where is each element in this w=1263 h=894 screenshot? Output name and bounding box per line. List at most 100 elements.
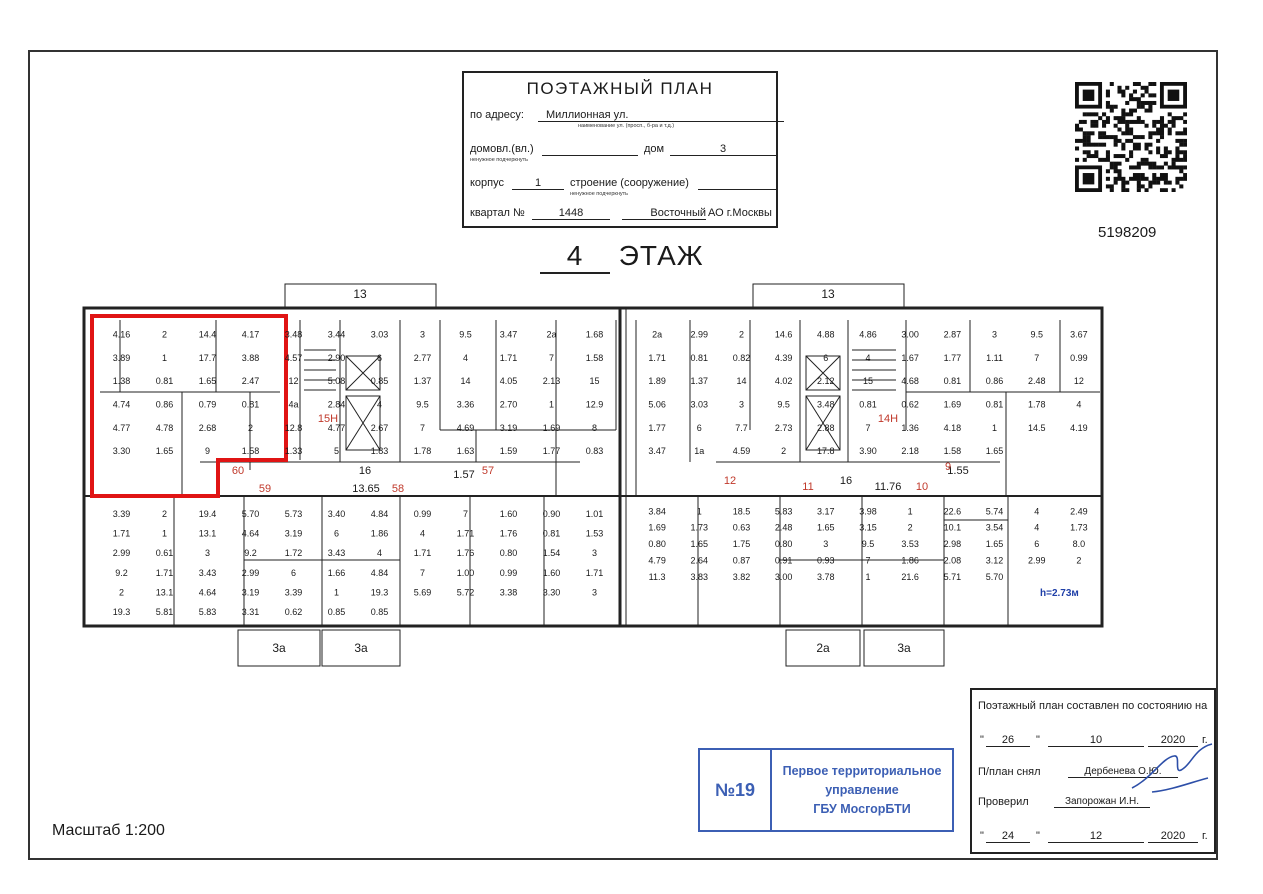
- plan-label: 0.81: [242, 400, 260, 410]
- plan-label: 3.40: [328, 509, 346, 519]
- plan-label: 58: [392, 483, 404, 495]
- plan-label: 2: [781, 446, 786, 456]
- stamp-line-3: ГБУ МосгорБТИ: [813, 802, 911, 816]
- plan-label: 0.79: [199, 400, 217, 410]
- okrug-suffix: АО г.Москвы: [708, 207, 772, 219]
- plan-label: 2.88: [817, 423, 835, 433]
- plan-label: 5.69: [414, 587, 432, 597]
- plan-label: 3.19: [242, 587, 260, 597]
- plan-label: 8.0: [1073, 539, 1086, 549]
- plan-label: 2: [162, 509, 167, 519]
- plan-label: 3.47: [500, 330, 518, 340]
- plan-label: 9: [205, 446, 210, 456]
- plan-label: 1.76: [457, 548, 475, 558]
- plan-label: 0.85: [371, 607, 389, 617]
- plan-label: 1.33: [285, 446, 303, 456]
- cert-title: Поэтажный план составлен по состоянию на: [978, 700, 1208, 712]
- plan-label: 19.3: [371, 587, 389, 597]
- balcony-3a-center: [321, 629, 401, 667]
- plan-label: 13: [353, 287, 367, 301]
- plan-label: 7: [420, 423, 425, 433]
- plan-label: 1: [162, 353, 167, 363]
- bti-stamp: №19 Первое территориальное управление ГБ…: [698, 748, 954, 832]
- quote-close-2: ": [1036, 830, 1040, 842]
- plan-label: 0.81: [691, 353, 709, 363]
- plan-label: 1.66: [328, 568, 346, 578]
- cert-checked-name: Запорожан И.Н.: [1054, 796, 1150, 808]
- plan-label: 3.36: [457, 400, 475, 410]
- plan-label: 12.9: [586, 400, 604, 410]
- plan-label: 0.80: [648, 539, 666, 549]
- plan-label: 0.81: [944, 376, 962, 386]
- plan-label: 1.58: [944, 446, 962, 456]
- plan-label: 6: [697, 423, 702, 433]
- plan-label: 13.1: [156, 587, 174, 597]
- plan-label: 9.5: [777, 400, 790, 410]
- plan-label: 1.83: [371, 446, 389, 456]
- plan-header: ПОЭТАЖНЫЙ ПЛАН по адресу: Миллионная ул.…: [462, 71, 784, 228]
- korpus-row: корпус 1 строение (сооружение) ненужное …: [470, 177, 776, 197]
- balcony-3a-right: [863, 629, 945, 667]
- plan-label: 0.86: [986, 376, 1004, 386]
- plan-label: 3: [739, 400, 744, 410]
- plan-label: 9.2: [244, 548, 257, 558]
- stamp-text: Первое территориальное управление ГБУ Мо…: [772, 762, 952, 819]
- plan-label: 3.47: [648, 446, 666, 456]
- plan-label: 11: [802, 481, 813, 493]
- balcony-3a-left: [237, 629, 321, 667]
- plan-label: 2: [162, 330, 167, 340]
- plan-label: 3.48: [817, 400, 835, 410]
- plan-label: 3a: [272, 641, 286, 655]
- plan-label: 14Н: [878, 413, 898, 425]
- plan-label: 13: [821, 287, 835, 301]
- plan-label: 12: [1074, 376, 1084, 386]
- plan-label: 3.39: [285, 587, 303, 597]
- plan-label: 1.69: [648, 523, 666, 533]
- plan-label: 1.72: [285, 548, 303, 558]
- plan-label: 4: [1076, 400, 1081, 410]
- plan-label: 1.01: [586, 509, 604, 519]
- plan-label: 1: [334, 587, 339, 597]
- quote-open-1: ": [980, 734, 984, 746]
- plan-label: 1: [908, 506, 913, 516]
- plan-label: 0.86: [156, 400, 174, 410]
- cert-date2-month: 12: [1048, 830, 1144, 843]
- plan-label: 2: [739, 330, 744, 340]
- plan-label: 4: [1034, 523, 1039, 533]
- plan-label: 1.63: [457, 446, 475, 456]
- quote-close-1: ": [1036, 734, 1040, 746]
- plan-label: 10.1: [944, 523, 962, 533]
- plan-label: 2.87: [944, 330, 962, 340]
- plan-label: 3.84: [648, 506, 666, 516]
- plan-label: 5.08: [328, 376, 346, 386]
- plan-label: 1.67: [901, 353, 919, 363]
- plan-label: 1.73: [691, 523, 709, 533]
- plan-label: 4.05: [500, 376, 518, 386]
- plan-label: 4.68: [901, 376, 919, 386]
- address-value: Миллионная ул.: [538, 109, 784, 122]
- plan-label: 2.47: [242, 376, 260, 386]
- plan-label: 0.81: [156, 376, 174, 386]
- balcony-2a: [785, 629, 861, 667]
- plan-label: 15Н: [318, 413, 338, 425]
- plan-label: 3a: [897, 641, 911, 655]
- plan-label: 9.5: [1030, 330, 1043, 340]
- plan-label: 2.13: [543, 376, 561, 386]
- plan-label: 4: [463, 353, 468, 363]
- plan-label: 59: [259, 483, 271, 495]
- plan-label: 2: [908, 523, 913, 533]
- plan-label: 4: [865, 353, 870, 363]
- plan-label: 4.88: [817, 330, 835, 340]
- plan-label: 2.77: [414, 353, 432, 363]
- plan-label: 0.85: [371, 376, 389, 386]
- plan-label: 4.78: [156, 423, 174, 433]
- plan-label: 1.59: [500, 446, 518, 456]
- plan-title: ПОЭТАЖНЫЙ ПЛАН: [526, 79, 714, 98]
- plan-label: 3.38: [500, 587, 518, 597]
- plan-label: 3.89: [113, 353, 131, 363]
- plan-label: 3.43: [199, 568, 217, 578]
- plan-label: 3.54: [986, 523, 1004, 533]
- cert-surveyed-name: Дербенева О.Ю.: [1068, 766, 1178, 778]
- plan-label: 0.99: [500, 568, 518, 578]
- plan-label: 3.30: [113, 446, 131, 456]
